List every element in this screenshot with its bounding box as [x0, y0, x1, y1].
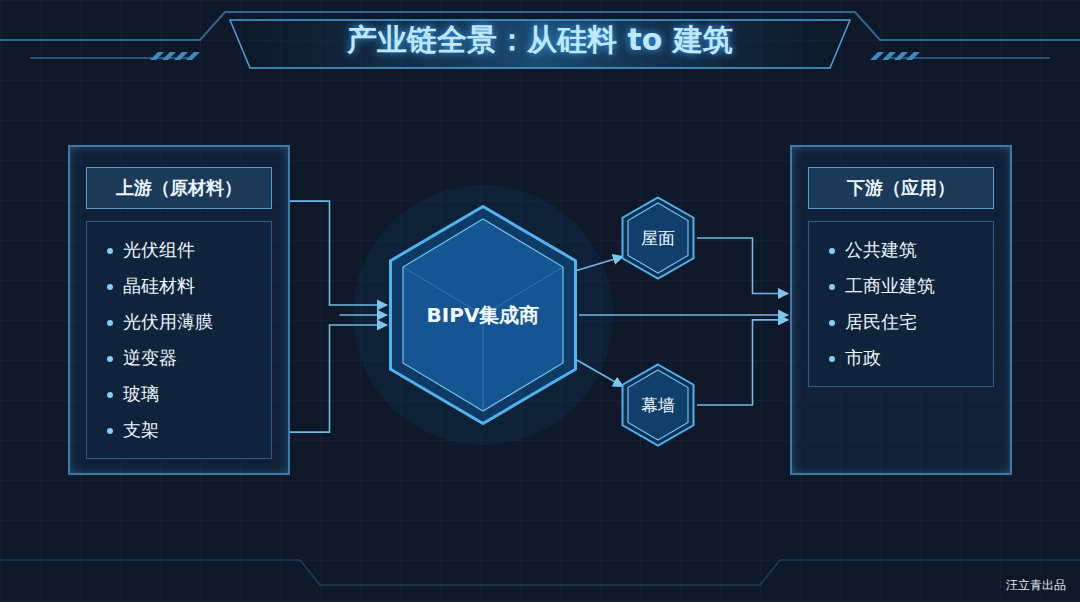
- connector-line: [575, 359, 623, 387]
- list-item: 晶硅材料: [123, 275, 195, 296]
- flow-connector: [697, 320, 788, 405]
- list-item-row: 晶硅材料: [105, 268, 263, 304]
- list-item-row: 市政: [827, 340, 985, 376]
- connector-line: [290, 201, 387, 305]
- list-item: 逆变器: [123, 347, 177, 368]
- list-item: 玻璃: [123, 383, 159, 404]
- list-item-row: 光伏组件: [105, 232, 263, 268]
- list-item-row: 居民住宅: [827, 304, 985, 340]
- connector-line: [697, 320, 788, 405]
- flow-connector: [697, 238, 788, 294]
- hex-node: BIPV集成商: [389, 205, 577, 425]
- chain-panel: 上游（原材料） 光伏组件晶硅材料光伏用薄膜逆变器玻璃支架: [68, 145, 290, 475]
- panel-heading: 下游（应用）: [808, 167, 994, 209]
- list-item: 居民住宅: [845, 311, 917, 332]
- bullet-dot: [829, 284, 835, 290]
- flow-connector: [575, 359, 623, 387]
- bullet-dot: [107, 248, 113, 254]
- flow-connector: [290, 201, 387, 432]
- connector-line: [579, 314, 788, 316]
- bullet-dot: [107, 356, 113, 362]
- flow-connector: [579, 315, 788, 316]
- bullet-dot: [829, 320, 835, 326]
- panel-heading: 上游（原材料）: [86, 167, 272, 209]
- list-item-row: 工商业建筑: [827, 268, 985, 304]
- bullet-dot: [829, 356, 835, 362]
- bullet-dot: [829, 248, 835, 254]
- hex-node: 屋面: [621, 196, 695, 280]
- connector-line: [697, 238, 788, 294]
- list-item: 市政: [845, 347, 881, 368]
- list-item: 公共建筑: [845, 239, 917, 260]
- list-item: 光伏用薄膜: [123, 311, 213, 332]
- flow-connector: [575, 256, 623, 271]
- connector-line: [575, 256, 623, 271]
- list-item: 支架: [123, 419, 159, 440]
- bullet-dot: [107, 392, 113, 398]
- list-item-row: 光伏用薄膜: [105, 304, 263, 340]
- list-item-row: 逆变器: [105, 340, 263, 376]
- connector-line: [340, 314, 388, 316]
- watermark: 汪立青出品: [1006, 577, 1066, 594]
- list-item-row: 公共建筑: [827, 232, 985, 268]
- chain-panel: 下游（应用） 公共建筑工商业建筑居民住宅市政: [790, 145, 1012, 475]
- bullet-dot: [107, 428, 113, 434]
- list-item: 工商业建筑: [845, 275, 935, 296]
- hex-label: BIPV集成商: [427, 302, 540, 329]
- panel-body: 公共建筑工商业建筑居民住宅市政: [808, 221, 994, 387]
- list-item: 光伏组件: [123, 239, 195, 260]
- panel-body: 光伏组件晶硅材料光伏用薄膜逆变器玻璃支架: [86, 221, 272, 459]
- bullet-dot: [107, 320, 113, 326]
- list-item-row: 玻璃: [105, 376, 263, 412]
- list-item-row: 支架: [105, 412, 263, 448]
- hex-label: 幕墙: [641, 394, 675, 417]
- hex-label: 屋面: [641, 227, 675, 250]
- hex-node: 幕墙: [621, 363, 695, 447]
- diagram-title: 产业链全景：从硅料 to 建筑: [0, 20, 1080, 61]
- bullet-dot: [107, 284, 113, 290]
- connector-line: [290, 325, 387, 432]
